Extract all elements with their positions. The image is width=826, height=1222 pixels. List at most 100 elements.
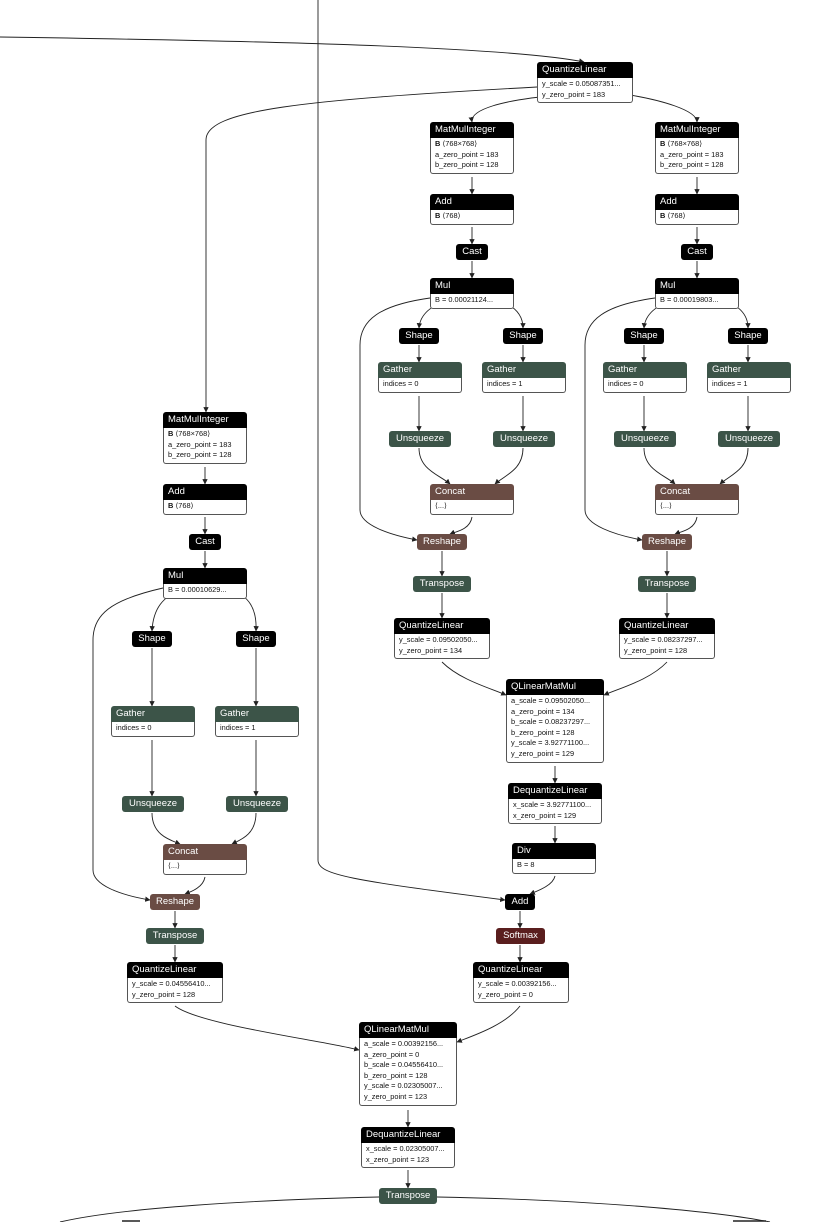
node-mul-key[interactable]: Mul B = 0.00019803...: [655, 278, 739, 309]
node-title: Gather: [603, 362, 687, 378]
node-add-key[interactable]: Add B ⟨768⟩: [655, 194, 739, 225]
node-attr: y_zero_point = 128: [132, 989, 196, 999]
graph-edge: [529, 875, 556, 895]
node-attr: indices = 1: [712, 379, 748, 388]
node-quantizelinear-input[interactable]: QuantizeLinear y_scale = 0.05087351... y…: [537, 62, 633, 104]
node-transpose-key[interactable]: Transpose: [638, 576, 696, 592]
node-attr: ⟨...⟩: [168, 861, 180, 870]
node-title: Add: [655, 194, 739, 210]
node-title: Unsqueeze: [389, 431, 451, 447]
node-matmulinteger-query[interactable]: MatMulInteger B ⟨768×768⟩ a_zero_point =…: [430, 122, 514, 174]
node-input: B ⟨768⟩: [660, 211, 734, 222]
input-shape: ⟨768×768⟩: [175, 429, 211, 438]
node-unsqueeze-value-1[interactable]: Unsqueeze: [122, 796, 184, 812]
node-shape-query-2[interactable]: Shape: [503, 328, 543, 344]
input-shape: ⟨768⟩: [442, 211, 461, 220]
input-name: B: [660, 139, 666, 148]
node-gather-query-1[interactable]: Gather indices = 0: [378, 362, 462, 393]
node-shape-value-1[interactable]: Shape: [132, 631, 172, 647]
node-title: Gather: [707, 362, 791, 378]
graph-edge: [674, 516, 698, 535]
node-reshape-query[interactable]: Reshape: [417, 534, 467, 550]
node-title: MatMulInteger: [163, 412, 247, 428]
node-attr: a_zero_point = 183: [435, 149, 499, 159]
node-title: Concat: [655, 484, 739, 500]
node-dequantizelinear-scores[interactable]: DequantizeLinear x_scale = 3.92771100...…: [508, 783, 602, 825]
node-gather-key-1[interactable]: Gather indices = 0: [603, 362, 687, 393]
node-add-value[interactable]: Add B ⟨768⟩: [163, 484, 247, 515]
node-attr: ⟨...⟩: [435, 501, 447, 510]
node-title: MatMulInteger: [430, 122, 514, 138]
node-quantizelinear-value[interactable]: QuantizeLinear y_scale = 0.04556410... y…: [127, 962, 223, 1004]
node-softmax[interactable]: Softmax: [496, 928, 545, 944]
node-title: Reshape: [642, 534, 692, 550]
node-add-mask[interactable]: Add: [505, 894, 535, 910]
node-title: Shape: [728, 328, 768, 344]
node-transpose-query[interactable]: Transpose: [413, 576, 471, 592]
node-concat-value[interactable]: Concat ⟨...⟩: [163, 844, 247, 875]
node-title: Transpose: [413, 576, 471, 592]
node-reshape-key[interactable]: Reshape: [642, 534, 692, 550]
node-gather-value-1[interactable]: Gather indices = 0: [111, 706, 195, 737]
node-attr: y_scale = 0.05087351...: [542, 79, 621, 88]
node-title: Shape: [132, 631, 172, 647]
node-title: MatMulInteger: [655, 122, 739, 138]
node-shape-query-1[interactable]: Shape: [399, 328, 439, 344]
node-cast-query[interactable]: Cast: [456, 244, 488, 260]
graph-edge: [441, 661, 507, 696]
input-name: B: [660, 211, 666, 220]
node-reshape-value[interactable]: Reshape: [150, 894, 200, 910]
node-title: Gather: [111, 706, 195, 722]
node-shape-key-1[interactable]: Shape: [624, 328, 664, 344]
node-mul-query[interactable]: Mul B = 0.00021124...: [430, 278, 514, 309]
input-shape: ⟨768×768⟩: [667, 139, 703, 148]
node-gather-key-2[interactable]: Gather indices = 1: [707, 362, 791, 393]
node-matmulinteger-key[interactable]: MatMulInteger B ⟨768×768⟩ a_zero_point =…: [655, 122, 739, 174]
node-attr: B = 0.00021124...: [435, 295, 494, 304]
node-transpose-output[interactable]: Transpose: [379, 1188, 437, 1204]
node-title: Concat: [430, 484, 514, 500]
node-unsqueeze-query-1[interactable]: Unsqueeze: [389, 431, 451, 447]
node-attr: b_scale = 0.04556410...: [364, 1060, 444, 1070]
node-quantizelinear-softmax[interactable]: QuantizeLinear y_scale = 0.00392156... y…: [473, 962, 569, 1004]
node-matmulinteger-value[interactable]: MatMulInteger B ⟨768×768⟩ a_zero_point =…: [163, 412, 247, 464]
node-unsqueeze-key-2[interactable]: Unsqueeze: [718, 431, 780, 447]
node-title: Softmax: [496, 928, 545, 944]
graph-edge: [92, 587, 164, 902]
node-gather-query-2[interactable]: Gather indices = 1: [482, 362, 566, 393]
graph-edge: [629, 94, 700, 123]
node-cast-key[interactable]: Cast: [681, 244, 713, 260]
node-title: Unsqueeze: [718, 431, 780, 447]
node-concat-query[interactable]: Concat ⟨...⟩: [430, 484, 514, 515]
node-attr: a_scale = 0.00392156...: [364, 1039, 444, 1048]
node-title: Transpose: [638, 576, 696, 592]
node-quantizelinear-key[interactable]: QuantizeLinear y_scale = 0.08237297... y…: [619, 618, 715, 660]
node-shape-key-2[interactable]: Shape: [728, 328, 768, 344]
node-cast-value[interactable]: Cast: [189, 534, 221, 550]
input-shape: ⟨768×768⟩: [442, 139, 478, 148]
node-attr: a_zero_point = 183: [660, 149, 724, 159]
input-name: B: [435, 211, 441, 220]
node-title: QLinearMatMul: [506, 679, 604, 695]
node-qlinearmatmul-scores[interactable]: QLinearMatMul a_scale = 0.09502050... a_…: [506, 679, 604, 763]
node-add-query[interactable]: Add B ⟨768⟩: [430, 194, 514, 225]
node-shape-value-2[interactable]: Shape: [236, 631, 276, 647]
node-unsqueeze-value-2[interactable]: Unsqueeze: [226, 796, 288, 812]
node-qlinearmatmul-context[interactable]: QLinearMatMul a_scale = 0.00392156... a_…: [359, 1022, 457, 1106]
node-concat-key[interactable]: Concat ⟨...⟩: [655, 484, 739, 515]
node-mul-value[interactable]: Mul B = 0.00010629...: [163, 568, 247, 599]
node-input: B ⟨768⟩: [435, 211, 509, 222]
node-unsqueeze-query-2[interactable]: Unsqueeze: [493, 431, 555, 447]
node-quantizelinear-query[interactable]: QuantizeLinear y_scale = 0.09502050... y…: [394, 618, 490, 660]
node-unsqueeze-key-1[interactable]: Unsqueeze: [614, 431, 676, 447]
node-title: Shape: [624, 328, 664, 344]
node-attr: b_zero_point = 128: [364, 1070, 428, 1080]
node-dequantizelinear-context[interactable]: DequantizeLinear x_scale = 0.02305007...…: [361, 1127, 455, 1169]
node-div-scale[interactable]: Div B = 8: [512, 843, 596, 874]
node-transpose-value[interactable]: Transpose: [146, 928, 204, 944]
node-attr: a_zero_point = 134: [511, 706, 575, 716]
node-gather-value-2[interactable]: Gather indices = 1: [215, 706, 299, 737]
node-attr: y_scale = 0.08237297...: [624, 635, 703, 644]
graph-edge: [719, 447, 749, 485]
node-attr: indices = 0: [608, 379, 644, 388]
